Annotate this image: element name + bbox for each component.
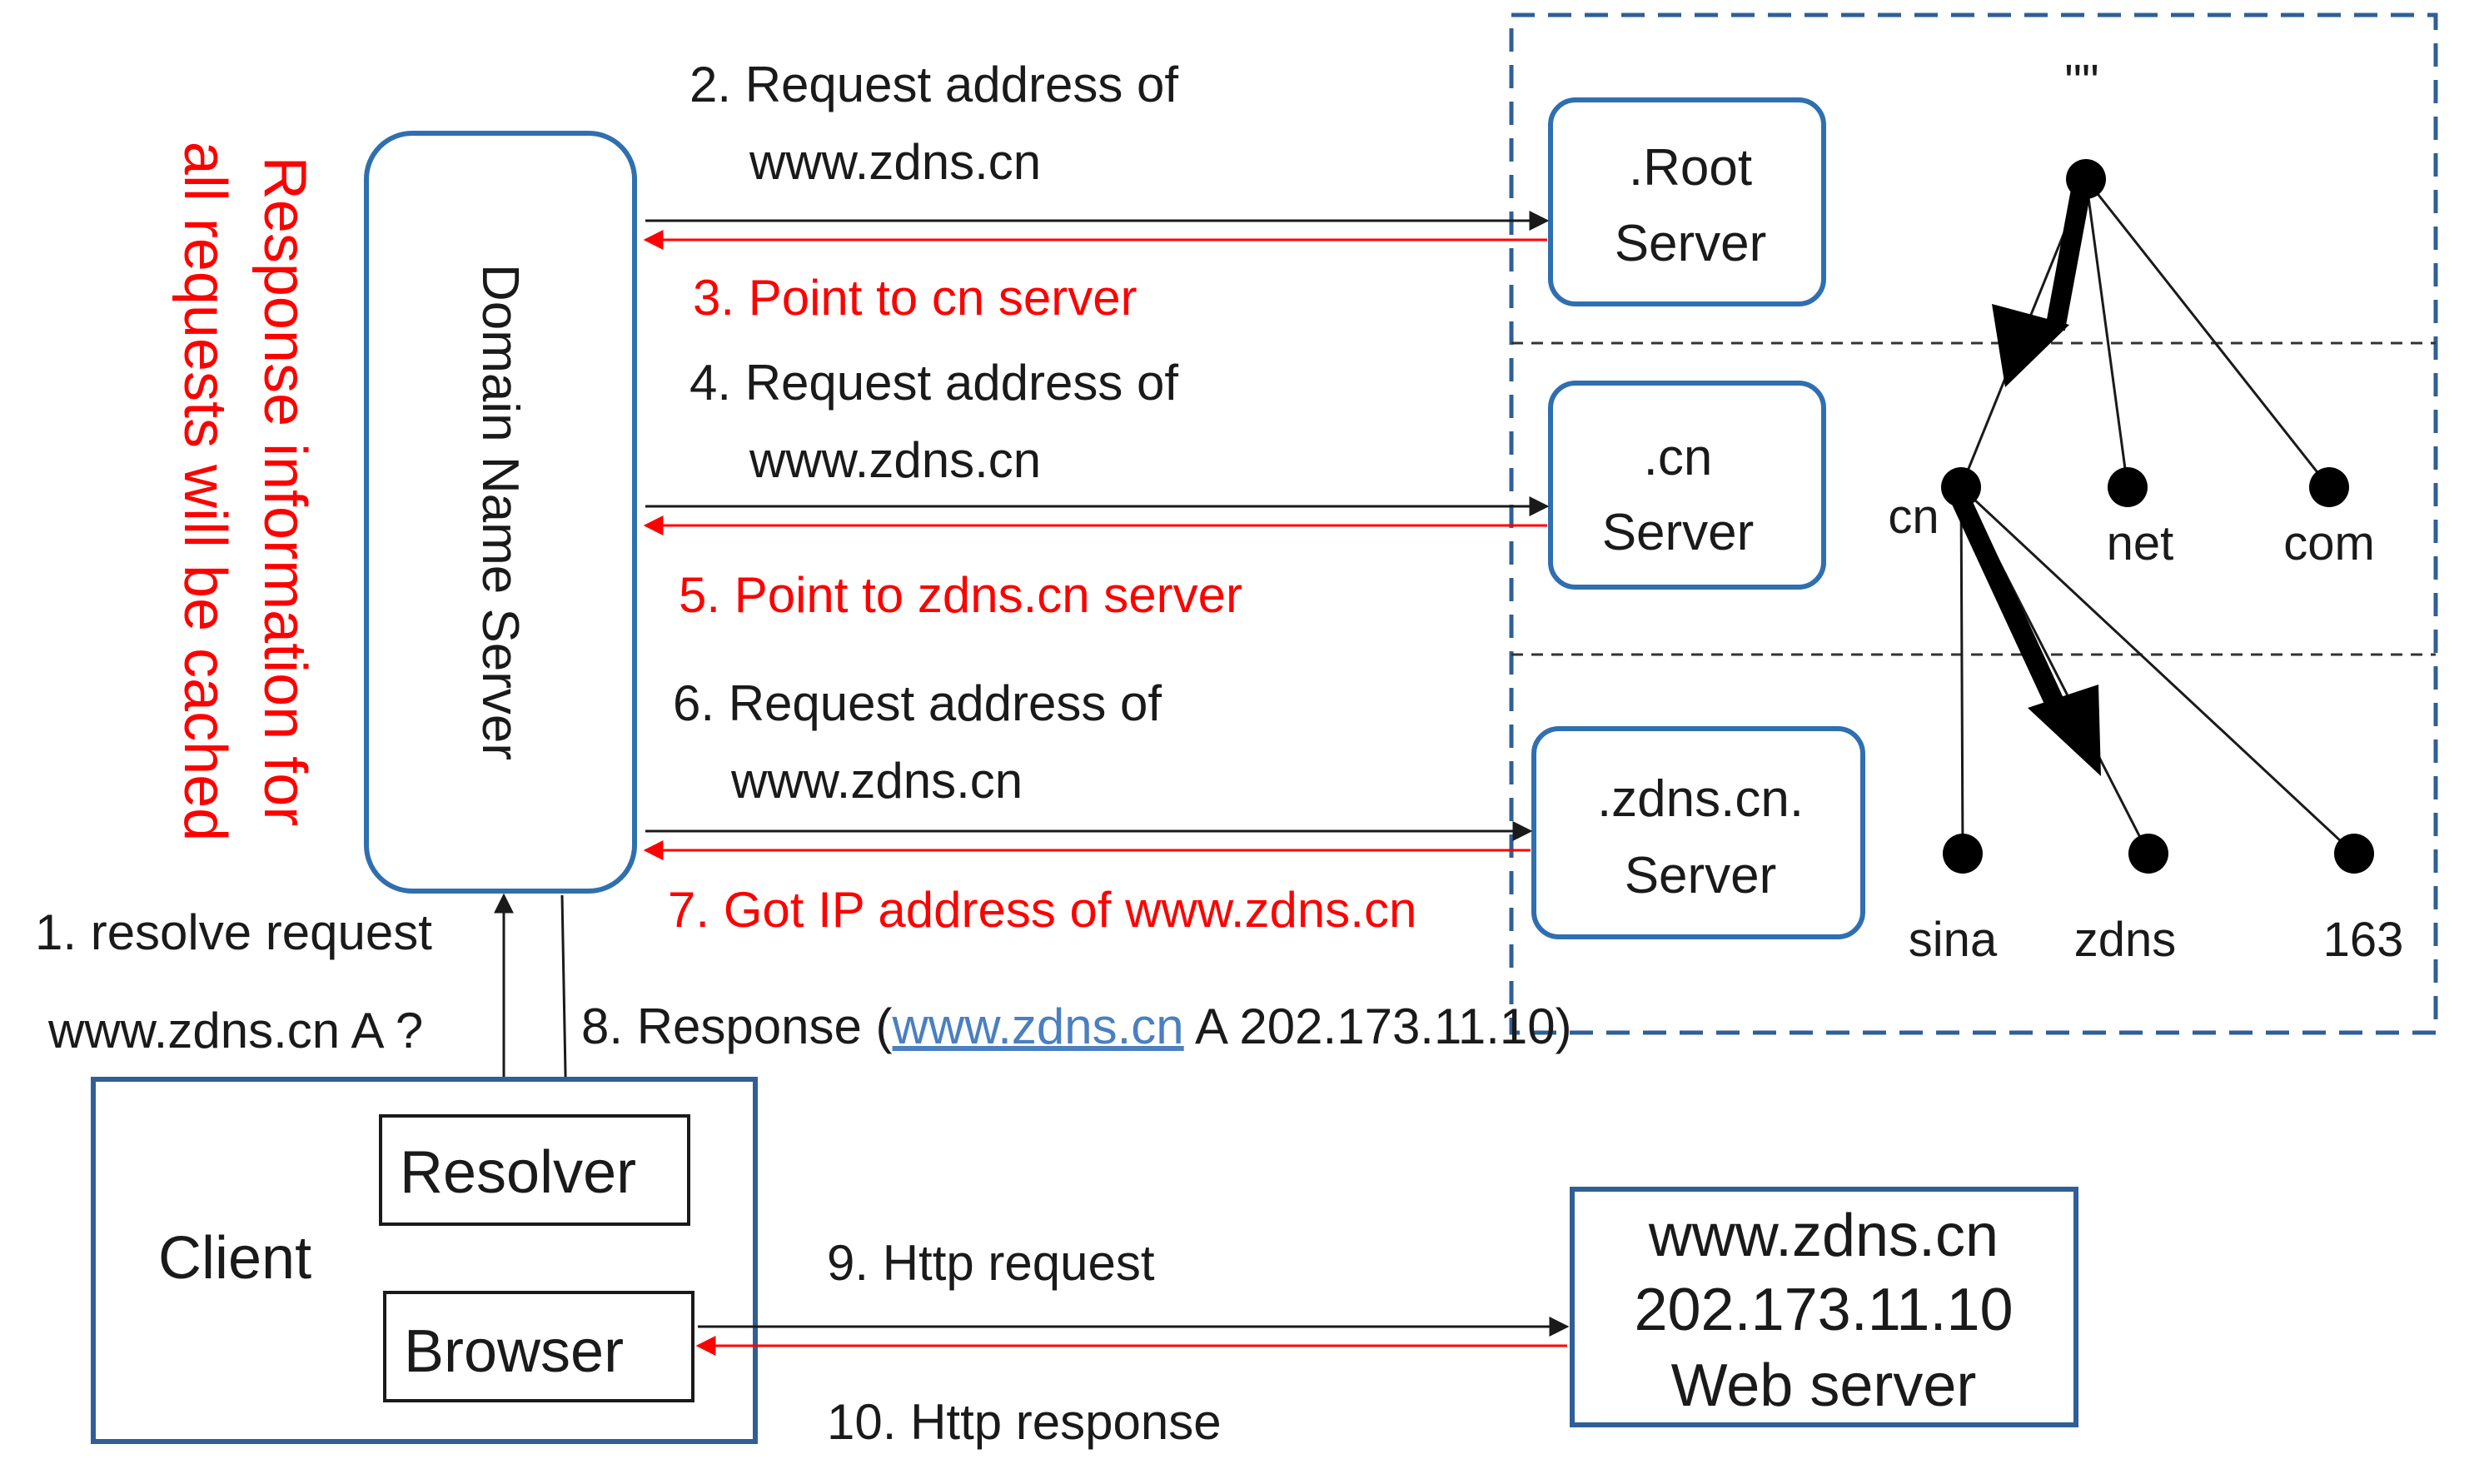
cn-server-line2: Server — [1602, 504, 1755, 561]
node-com — [2309, 467, 2349, 507]
web-server-line2: 202.173.11.10 — [1634, 1277, 2013, 1343]
authoritative-zone-frame — [1509, 12, 2438, 1035]
zdns-server-line1: .zdns.cn. — [1597, 770, 1804, 828]
resolver-label: Resolver — [400, 1139, 636, 1206]
domain-name-server-box — [364, 131, 637, 894]
step-10-label: 10. Http response — [827, 1394, 1222, 1450]
step-6-line2: www.zdns.cn — [730, 753, 1023, 809]
path-arrow-root-to-cn — [2045, 174, 2093, 331]
web-server-line3: Web server — [1671, 1352, 1977, 1419]
step-9-label: 9. Http request — [827, 1235, 1155, 1291]
edge-root-com — [2084, 178, 2331, 488]
step-2-line1: 2. Request address of — [689, 57, 1178, 112]
cache-note-line2: all requests will be cached — [172, 142, 238, 841]
step-8-link[interactable]: www.zdns.cn — [892, 998, 1184, 1054]
domain-tree: "" cn net com sina zdns 163 — [1888, 55, 2403, 967]
edge-cn-163 — [1959, 486, 2356, 855]
step-3-label: 3. Point to cn server — [693, 270, 1137, 326]
step-1-line1: 1. resolve request — [35, 904, 432, 960]
node-cn — [1941, 467, 1981, 507]
node-zdns-label: zdns — [2074, 913, 2177, 967]
edge-cn-sina — [1959, 486, 1964, 854]
tree-root-label: "" — [2064, 55, 2098, 109]
browser-box — [383, 1291, 694, 1402]
node-net — [2108, 467, 2148, 507]
node-cn-label: cn — [1888, 490, 1939, 544]
step-8-suffix: A 202.173.11.10) — [1184, 998, 1572, 1054]
cache-note-line1: Response information for — [251, 157, 318, 826]
root-server-line1: .Root — [1629, 139, 1752, 197]
web-server-line1: www.zdns.cn — [1648, 1203, 1999, 1269]
cn-server-line1: .cn — [1644, 429, 1713, 486]
root-server-box — [1548, 97, 1826, 306]
node-sina — [1943, 834, 1983, 874]
node-sina-label: sina — [1909, 913, 1998, 967]
node-com-label: com — [2283, 516, 2375, 570]
step-1-line2: www.zdns.cn A ? — [47, 1003, 423, 1058]
node-163-label: 163 — [2323, 913, 2404, 967]
path-arrowhead-cn-to-zdns — [2028, 685, 2101, 776]
step-8-prefix: 8. Response ( — [581, 998, 893, 1054]
node-root — [2066, 159, 2106, 199]
step-8-label: 8. Response (www.zdns.cn A 202.173.11.10… — [581, 998, 1572, 1054]
root-server-line2: Server — [1615, 215, 1767, 272]
step-4-line2: www.zdns.cn — [749, 432, 1041, 488]
path-arrowhead-root-to-cn — [1992, 304, 2069, 387]
zdns-server-line2: Server — [1625, 847, 1777, 904]
zdns-server-box — [1531, 726, 1865, 939]
step-4-line1: 4. Request address of — [689, 355, 1178, 411]
browser-label: Browser — [404, 1318, 624, 1385]
step-5-label: 5. Point to zdns.cn server — [679, 567, 1242, 623]
step-6-line1: 6. Request address of — [673, 675, 1162, 731]
path-arrow-cn-to-zdns — [1948, 486, 2064, 709]
edge-root-net — [2084, 178, 2129, 488]
node-163 — [2334, 834, 2374, 874]
cn-server-box — [1548, 381, 1826, 590]
web-server-box — [1570, 1187, 2078, 1427]
node-zdns — [2128, 834, 2168, 874]
node-net-label: net — [2107, 516, 2174, 570]
step-2-line2: www.zdns.cn — [749, 134, 1041, 190]
domain-name-server-label: Domain Name Server — [471, 264, 529, 760]
step-7-label: 7. Got IP address of www.zdns.cn — [668, 882, 1416, 938]
resolver-box — [379, 1114, 690, 1226]
client-label: Client — [158, 1225, 311, 1292]
